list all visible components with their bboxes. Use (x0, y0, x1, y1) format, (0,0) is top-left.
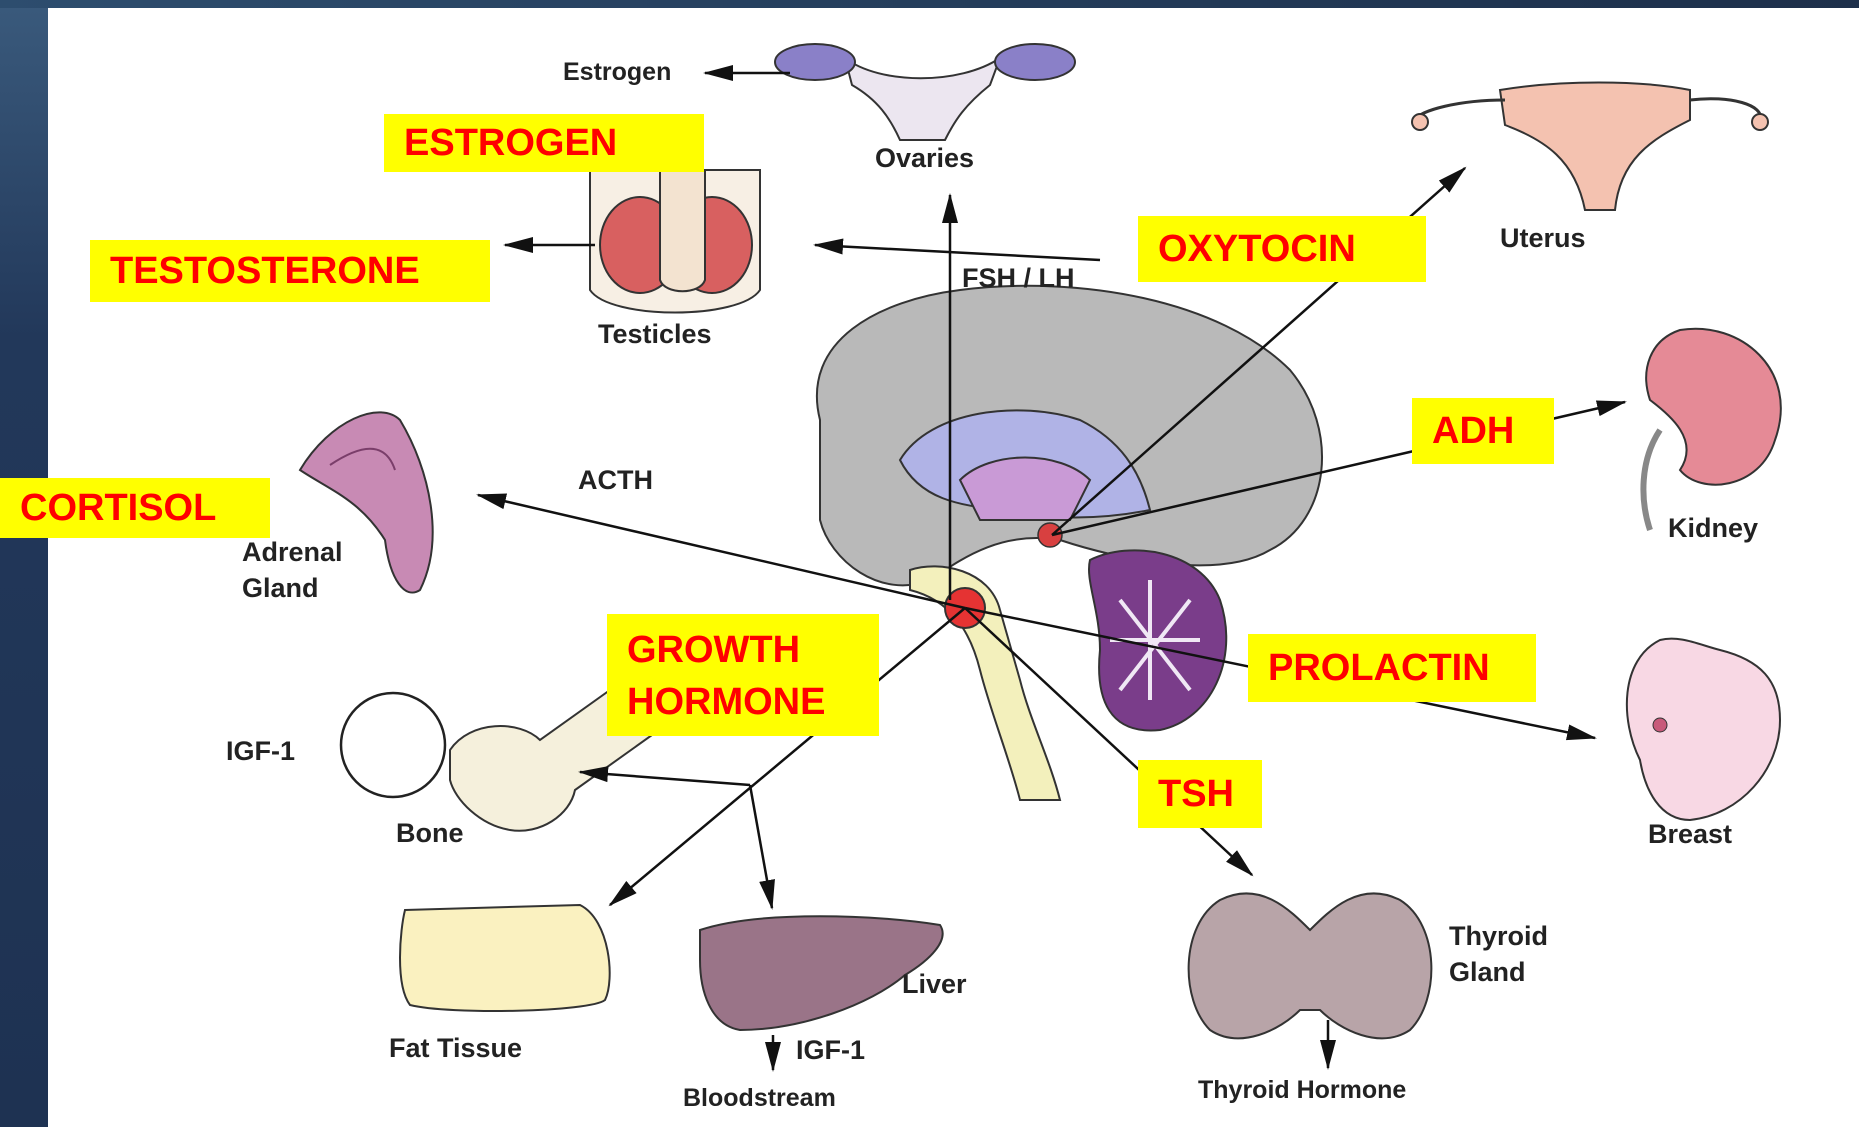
thyroid-gland-label: Thyroid Gland (1449, 918, 1559, 990)
fsh-lh-label: FSH / LH (962, 262, 1075, 294)
fat-tissue-illustration (400, 905, 610, 1011)
growth-hormone-box: GROWTH HORMONE (607, 614, 879, 736)
liver-label: Liver (902, 968, 967, 1000)
igf1-liver-label: IGF-1 (796, 1034, 865, 1066)
fat-tissue-label: Fat Tissue (389, 1032, 522, 1064)
uterus-label: Uterus (1500, 222, 1586, 254)
estrogen-small-label: Estrogen (563, 56, 671, 88)
ovaries-label: Ovaries (875, 142, 974, 174)
ovaries-illustration (775, 44, 1075, 140)
igf1-bone-label: IGF-1 (226, 735, 295, 767)
cortisol-box: CORTISOL (0, 478, 270, 538)
tsh-box: TSH (1138, 760, 1262, 828)
kidney-label: Kidney (1668, 512, 1758, 544)
growth-hormone-line2: HORMONE (627, 676, 879, 728)
bone-label: Bone (396, 817, 464, 849)
uterus-illustration (1412, 83, 1768, 211)
oxytocin-box: OXYTOCIN (1138, 216, 1426, 282)
adrenal-gland-label: Adrenal Gland (242, 534, 352, 606)
growth-hormone-line1: GROWTH (627, 624, 879, 676)
prolactin-box: PROLACTIN (1248, 634, 1536, 702)
testosterone-box: TESTOSTERONE (90, 240, 490, 302)
kidney-illustration (1643, 329, 1780, 530)
igf1-loop-circle (341, 693, 445, 797)
acth-label: ACTH (578, 464, 653, 496)
thyroid-gland-illustration (1189, 893, 1432, 1038)
adh-box: ADH (1412, 398, 1554, 464)
breast-illustration (1627, 639, 1780, 820)
breast-label: Breast (1648, 818, 1732, 850)
estrogen-box: ESTROGEN (384, 114, 704, 172)
thyroid-hormone-label: Thyroid Hormone (1198, 1074, 1406, 1106)
bloodstream-label: Bloodstream (683, 1082, 836, 1114)
testicles-label: Testicles (598, 318, 712, 350)
testicles-illustration (590, 170, 760, 313)
